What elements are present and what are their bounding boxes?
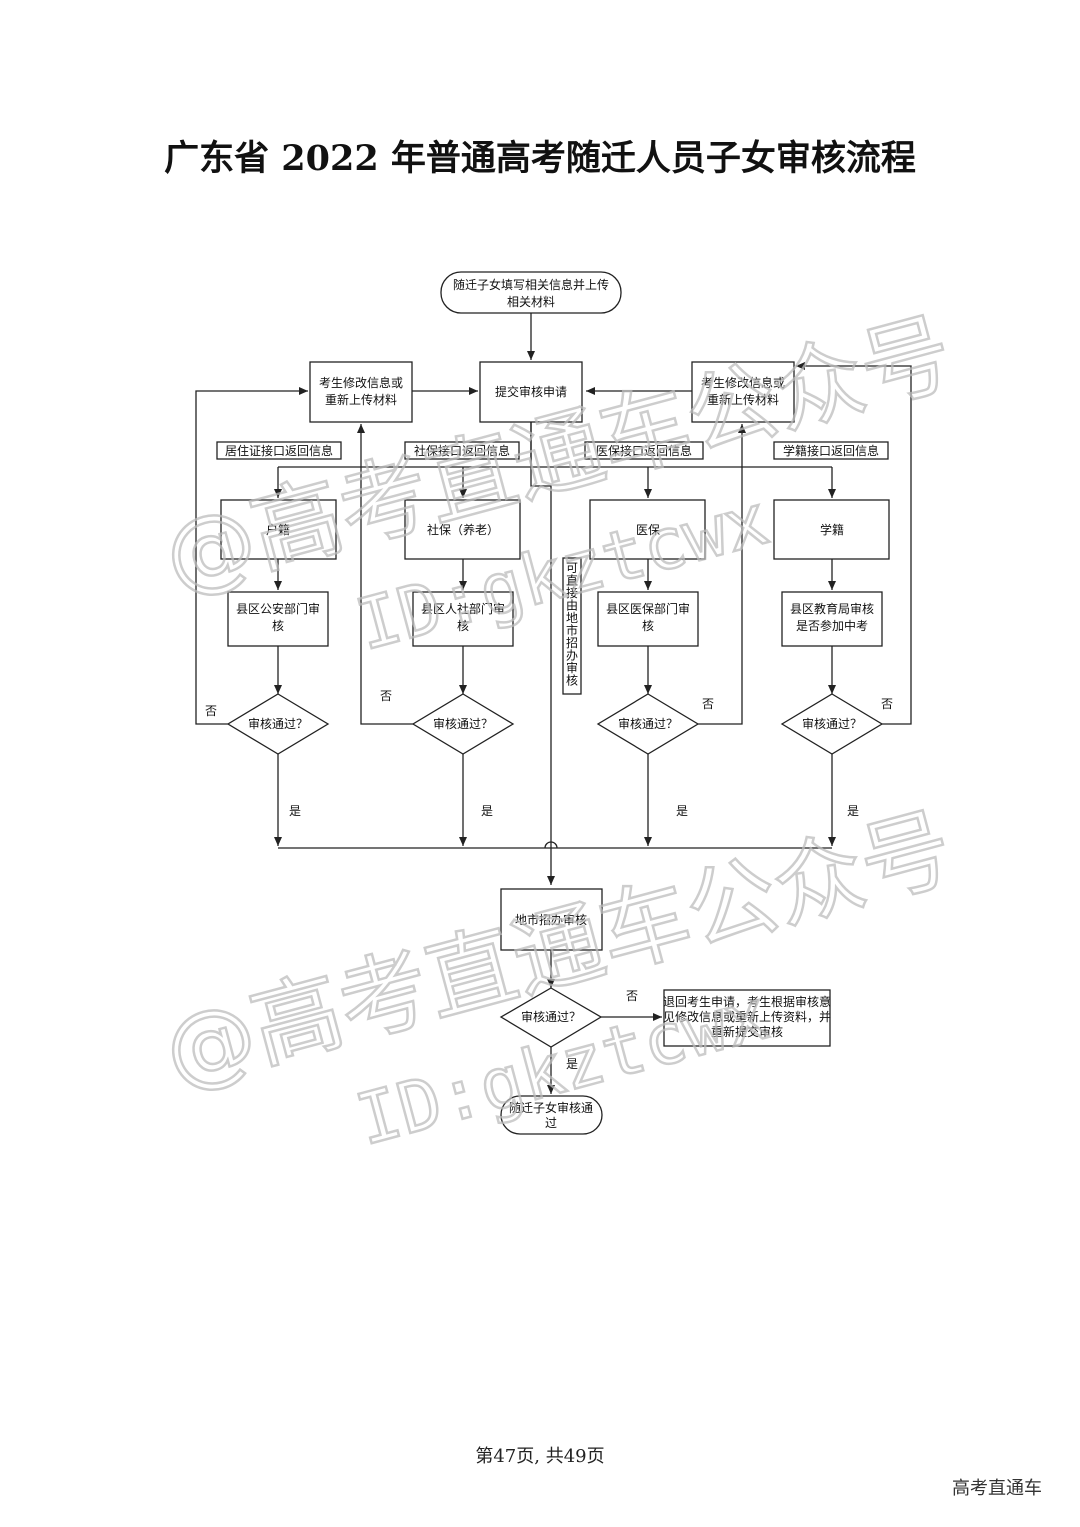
no-label-final: 否 — [626, 989, 638, 1003]
category-medical: 医保 — [636, 523, 660, 537]
reject-line-3: 重新提交审核 — [711, 1024, 783, 1039]
return-label-medical: 医保接口返回信息 — [596, 443, 692, 458]
return-label-school: 学籍接口返回信息 — [783, 443, 879, 458]
start-line-2: 相关材料 — [507, 295, 555, 309]
start-line-1: 随迁子女填写相关信息并上传 — [453, 277, 609, 292]
review-hr-line-2: 核 — [457, 619, 469, 633]
yes-label-3: 是 — [676, 804, 688, 818]
review-boxes: 县区公安部门审 核 县区人社部门审 核 县区医保部门审 核 县区教育局审核 是否… — [227, 591, 883, 647]
yes-label-1: 是 — [289, 804, 301, 818]
reject-box: 退回考生申请，考生根据审核意 见修改信息或重新上传资料，并 重新提交审核 — [663, 989, 831, 1047]
no-label-2: 否 — [380, 689, 392, 703]
brand-label: 高考直通车 — [952, 1478, 1042, 1499]
decision-education: 审核通过？ — [802, 716, 862, 731]
submit-box: 提交审核申请 — [479, 361, 583, 423]
modify-right-box: 考生修改信息或 重新上传材料 — [691, 361, 795, 423]
decision-hr: 审核通过？ — [433, 716, 493, 731]
end-line-2: 过 — [545, 1116, 557, 1130]
page-footer: 第47页, 共49页 — [475, 1446, 604, 1467]
return-label-social: 社保接口返回信息 — [414, 443, 510, 458]
direct-review-note: 可直接由地市招办审核 — [562, 557, 582, 695]
return-label-residence: 居住证接口返回信息 — [225, 443, 333, 458]
decision-diamonds: 审核通过？ 审核通过？ 审核通过？ 审核通过？ — [226, 693, 884, 755]
decision-police: 审核通过？ — [248, 716, 308, 731]
submit-label: 提交审核申请 — [495, 384, 567, 399]
yes-label-final: 是 — [566, 1057, 578, 1071]
review-hr-line-1: 县区人社部门审 — [421, 601, 505, 616]
review-education-line-1: 县区教育局审核 — [790, 601, 874, 616]
end-line-1: 随迁子女审核通 — [509, 1100, 593, 1115]
final-decision-label: 审核通过？ — [521, 1009, 581, 1024]
review-police-line-2: 核 — [272, 619, 284, 633]
modify-right-line-1: 考生修改信息或 — [701, 375, 785, 390]
category-household: 户籍 — [266, 522, 290, 537]
category-boxes: 户籍 社保（养老） 医保 学籍 — [220, 499, 890, 560]
review-education-line-2: 是否参加中考 — [796, 618, 868, 633]
page-title: 广东省 2022 年普通高考随迁人员子女审核流程 — [164, 138, 916, 179]
branch-labels: 否 否 否 否 是 是 是 是 否 是 — [205, 689, 893, 1071]
review-medical-line-2: 核 — [642, 619, 654, 633]
end-terminal: 随迁子女审核通 过 — [500, 1095, 603, 1135]
start-terminal: 随迁子女填写相关信息并上传 相关材料 — [440, 271, 622, 314]
final-decision: 审核通过？ — [499, 987, 603, 1048]
modify-left-box: 考生修改信息或 重新上传材料 — [309, 361, 413, 423]
modify-left-line-1: 考生修改信息或 — [319, 375, 403, 390]
no-label-1: 否 — [205, 704, 217, 718]
reject-line-2: 见修改信息或重新上传资料，并 — [663, 1009, 831, 1024]
no-label-4: 否 — [881, 697, 893, 711]
modify-right-line-2: 重新上传材料 — [707, 392, 779, 407]
connectors — [195, 313, 912, 1094]
direct-review-note-text: 可直接由地市招办审核 — [566, 561, 578, 688]
city-review-box: 地市招办审核 — [500, 888, 603, 951]
return-labels: 居住证接口返回信息 社保接口返回信息 医保接口返回信息 学籍接口返回信息 — [216, 441, 889, 460]
category-social: 社保（养老） — [427, 522, 499, 537]
no-label-3: 否 — [702, 697, 714, 711]
city-review-label: 地市招办审核 — [515, 912, 587, 927]
yes-label-4: 是 — [847, 804, 859, 818]
modify-left-line-2: 重新上传材料 — [325, 392, 397, 407]
review-police-line-1: 县区公安部门审 — [236, 601, 320, 616]
review-medical-line-1: 县区医保部门审 — [606, 601, 690, 616]
yes-label-2: 是 — [481, 804, 493, 818]
decision-medical: 审核通过？ — [618, 716, 678, 731]
category-school: 学籍 — [820, 522, 844, 537]
reject-line-1: 退回考生申请，考生根据审核意 — [663, 994, 831, 1009]
